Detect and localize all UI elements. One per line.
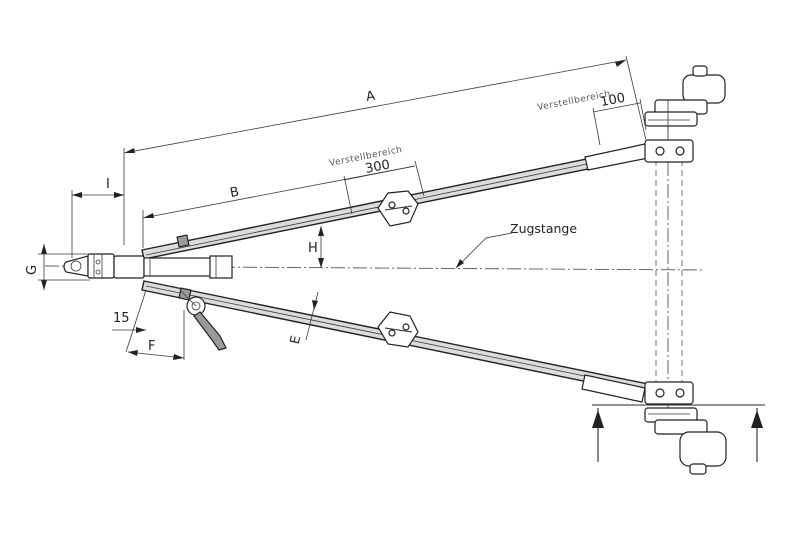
dimension-i: I (71, 177, 124, 258)
adjust-outer-value: 100 (599, 91, 626, 110)
lower-wheel-hub (644, 407, 727, 475)
lower-drawbar-arm (141, 280, 694, 405)
dimension-g: G (25, 244, 90, 290)
dimension-a: A (123, 55, 647, 245)
upper-wheel-hub (644, 65, 726, 140)
drawbar-callout: Zugstange (455, 221, 577, 269)
upper-adjust-clamp (377, 190, 419, 227)
dimension-f: 15 F (112, 289, 185, 360)
dimension-f-label: F (148, 339, 155, 354)
adjust-inner-value: 300 (364, 157, 391, 176)
adjust-range-outer: Verstellbereich 100 (537, 89, 647, 146)
dimension-h: H (308, 226, 324, 268)
dimension-a-label: A (365, 89, 376, 105)
dimension-e: E (288, 291, 319, 346)
dimension-b-label: B (229, 185, 241, 201)
dimension-e-label: E (288, 334, 304, 345)
coupling-head (63, 253, 233, 279)
dimension-g-label: G (25, 265, 40, 275)
dimension-15-label: 15 (113, 311, 130, 326)
handbrake-lever (179, 289, 227, 351)
drawbar-label: Zugstange (510, 221, 577, 236)
dimension-h-label: H (308, 241, 318, 256)
support-beam (592, 404, 765, 462)
lower-adjust-clamp (377, 311, 419, 348)
upper-drawbar-arm (141, 139, 694, 260)
dimension-i-label: I (106, 177, 110, 192)
